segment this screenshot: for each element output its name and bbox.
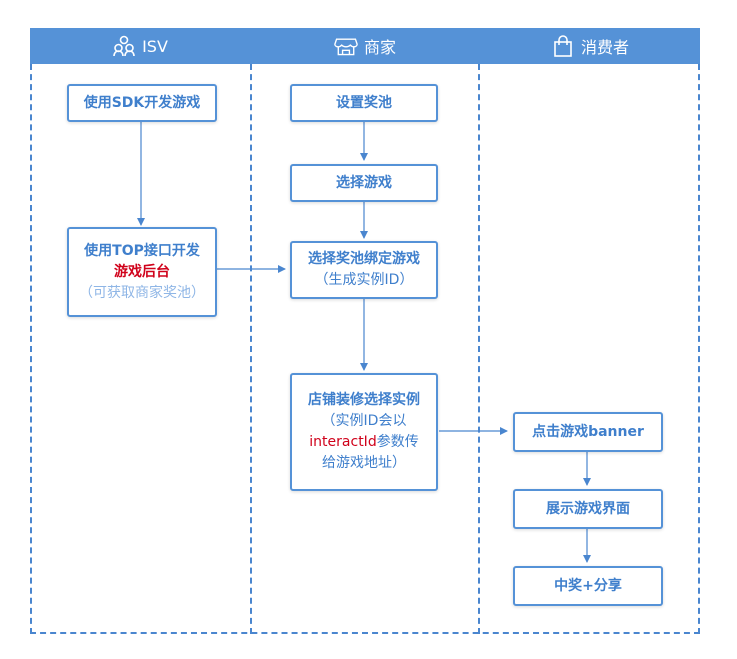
node-shop-line2: （实例ID会以 — [321, 413, 407, 429]
isv-people-icon — [112, 34, 136, 58]
swimlane-frame — [30, 64, 700, 634]
node-shop-line1: 店铺装修选择实例 — [308, 392, 420, 408]
node-click-banner: 点击游戏banner — [513, 412, 663, 452]
node-shop-line3: interactId参数传 — [309, 432, 418, 453]
node-bind-pool-game: 选择奖池绑定游戏 （生成实例ID） — [290, 241, 438, 299]
lane-header-isv: ISV — [30, 28, 250, 64]
node-use-top-line2: 游戏后台 — [114, 263, 170, 280]
lane-header-consumer: 消费者 — [480, 28, 700, 64]
node-select-game-label: 选择游戏 — [336, 174, 392, 191]
node-show-game: 展示游戏界面 — [513, 489, 663, 529]
node-shop-decoration: 店铺装修选择实例 （实例ID会以 interactId参数传 给游戏地址） — [290, 373, 438, 491]
node-click-banner-label: 点击游戏banner — [532, 423, 644, 440]
node-use-top-api: 使用TOP接口开发 游戏后台 （可获取商家奖池） — [67, 227, 217, 317]
node-bind-line2: （生成实例ID） — [314, 272, 414, 288]
node-shop-line4: 给游戏地址） — [322, 455, 406, 471]
node-win-share-label: 中奖+分享 — [554, 577, 622, 594]
node-show-game-label: 展示游戏界面 — [546, 500, 630, 517]
node-bind-line1: 选择奖池绑定游戏 — [308, 251, 420, 267]
storefront-icon — [334, 34, 358, 58]
swimlane-header: ISV 商家 消费者 — [30, 28, 700, 64]
node-use-sdk: 使用SDK开发游戏 — [67, 84, 217, 122]
node-win-share: 中奖+分享 — [513, 566, 663, 606]
lane-label-merchant: 商家 — [363, 38, 396, 57]
lane-divider-2 — [478, 64, 480, 634]
node-use-sdk-label: 使用SDK开发游戏 — [83, 94, 201, 111]
node-use-top-line1: 使用TOP接口开发 — [84, 242, 200, 259]
node-select-game: 选择游戏 — [290, 164, 438, 202]
node-set-prize-pool-label: 设置奖池 — [336, 94, 392, 111]
lane-label-isv: ISV — [142, 36, 168, 56]
lane-header-merchant: 商家 — [252, 28, 478, 64]
node-set-prize-pool: 设置奖池 — [290, 84, 438, 122]
interactid-param: interactId — [309, 434, 377, 450]
node-use-top-line3: （可获取商家奖池） — [79, 284, 205, 301]
lane-divider-1 — [250, 64, 252, 634]
lane-label-consumer: 消费者 — [580, 38, 629, 57]
node-shop-line3-rest: 参数传 — [376, 434, 419, 450]
shopping-bag-icon — [551, 34, 575, 58]
